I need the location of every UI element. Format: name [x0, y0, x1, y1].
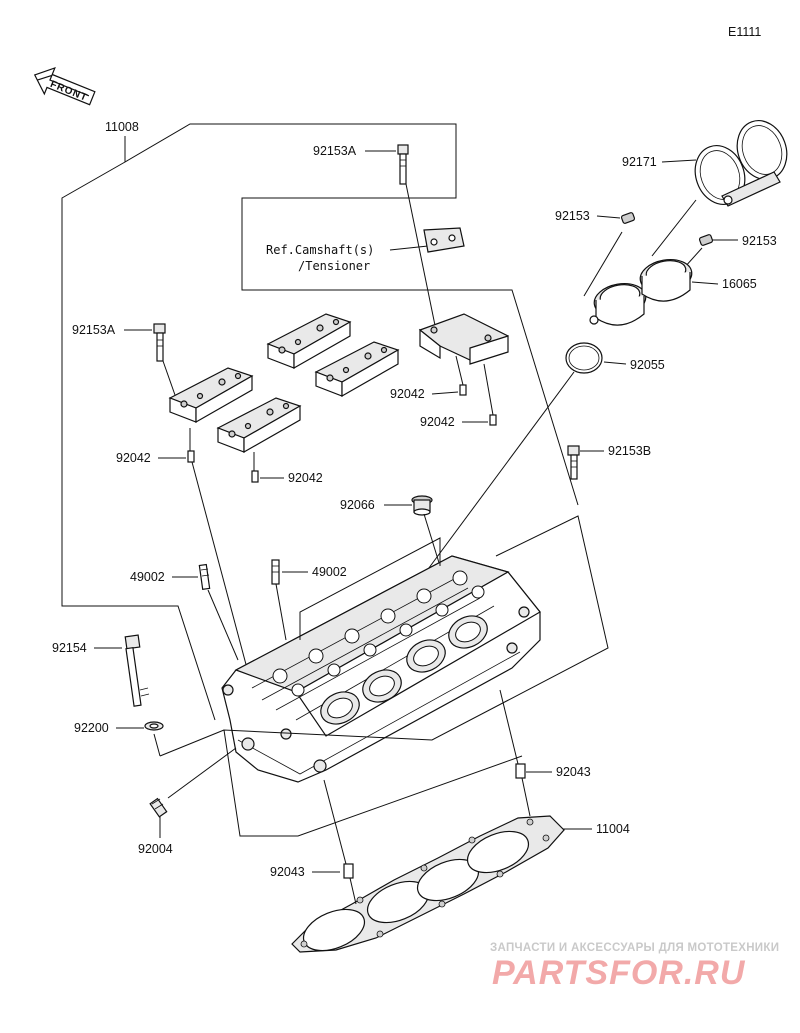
- label-92154: 92154: [52, 641, 87, 655]
- watermark-tagline: ЗАПЧАСТИ И АКСЕССУАРЫ ДЛЯ МОТОТЕХНИКИ: [490, 942, 779, 954]
- bracket-head: [299, 537, 441, 640]
- label-92200: 92200: [74, 721, 109, 735]
- label-92004: 92004: [138, 842, 173, 856]
- label-92153A-top: 92153A: [313, 144, 357, 158]
- label-92066: 92066: [340, 498, 375, 512]
- ref-note-line2: /Tensioner: [298, 259, 370, 273]
- watermark-brand: PARTSFOR.RU: [492, 954, 746, 992]
- label-92042-d: 92042: [288, 471, 323, 485]
- screw-92153-right: [698, 234, 714, 246]
- dowel-92043-right: [515, 763, 526, 779]
- dowel-92042-c: [187, 450, 195, 463]
- diagram-code: E1111: [728, 25, 761, 39]
- plug-92066: [411, 495, 433, 516]
- bolt-92153A-left: [153, 323, 166, 362]
- bolt-92153B: [567, 445, 580, 480]
- ref-note-line1: Ref.Camshaft(s): [266, 243, 374, 257]
- camshaft-cap-3: [216, 397, 302, 454]
- label-16065: 16065: [722, 277, 757, 291]
- label-92153B: 92153B: [608, 444, 651, 458]
- label-92055: 92055: [630, 358, 665, 372]
- label-92042-c: 92042: [116, 451, 151, 465]
- screw-92153-left: [620, 212, 636, 224]
- label-92043-right: 92043: [556, 765, 591, 779]
- dowel-92042-b: [489, 414, 497, 426]
- label-92043-bottom: 92043: [270, 865, 305, 879]
- dowel-92042-d: [251, 470, 259, 483]
- clamp-92171: [694, 120, 788, 207]
- label-92153-left: 92153: [555, 209, 590, 223]
- stud-49002-left: [198, 563, 211, 590]
- leader-11008: [61, 136, 216, 721]
- bracket-upper: [124, 123, 579, 506]
- stud-92004: [149, 797, 168, 818]
- camshaft-cap-5: [418, 313, 509, 365]
- cylinder-head-11008: [221, 555, 541, 783]
- label-49002-right: 49002: [312, 565, 347, 579]
- label-92042-b: 92042: [420, 415, 455, 429]
- bolt-92153A-top: [397, 144, 409, 185]
- label-11004: 11004: [596, 822, 630, 836]
- dowel-92043-bottom: [343, 863, 354, 879]
- bolt-92154: [124, 634, 150, 707]
- front-arrow-icon: FRONT: [33, 66, 96, 106]
- label-11008: 11008: [105, 120, 139, 134]
- holder-16065: [589, 259, 693, 326]
- label-49002-left: 49002: [130, 570, 165, 584]
- washer-92200: [144, 721, 164, 731]
- stud-49002-right: [271, 559, 280, 585]
- o-ring-92055: [565, 342, 603, 374]
- dowel-92042-a: [459, 384, 467, 396]
- camshaft-cap-4: [314, 341, 400, 398]
- head-gasket-11004: [291, 815, 565, 953]
- label-92153-right: 92153: [742, 234, 777, 248]
- tensioner-bracket: [423, 227, 465, 253]
- camshaft-cap-2: [266, 313, 352, 370]
- label-92042-a: 92042: [390, 387, 425, 401]
- label-92153A-left: 92153A: [72, 323, 116, 337]
- label-92171: 92171: [622, 155, 657, 169]
- camshaft-cap-1: [168, 367, 254, 424]
